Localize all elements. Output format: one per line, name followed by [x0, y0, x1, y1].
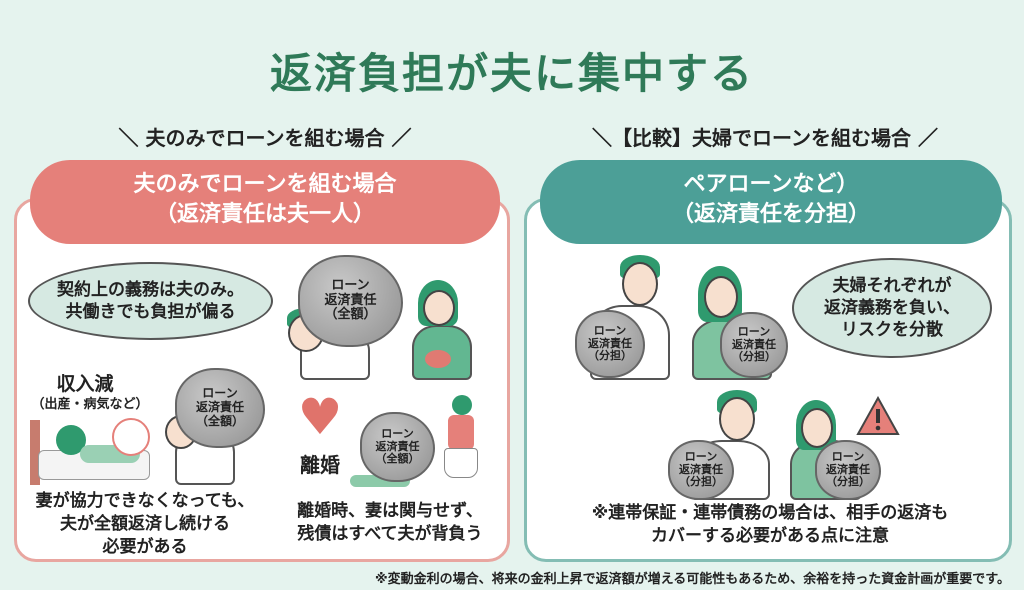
leaving-woman-head — [452, 395, 472, 415]
rock-label: （全額） — [375, 452, 420, 466]
right-subheading: ＼【比較】夫婦でローンを組む場合 ／ — [592, 126, 938, 150]
woman-head — [423, 290, 455, 326]
thought-bubble: 契約上の義務は夫のみ。 共働きでも負担が偏る — [28, 262, 273, 340]
rock-label: 返済責任 — [826, 462, 870, 476]
text-line: 残債はすべて夫が背負う — [297, 523, 483, 544]
shared-loan-rock: ローン返済責任（分担） — [575, 310, 645, 378]
rock-label: （分担） — [588, 349, 632, 363]
rock-label: ローン — [737, 325, 771, 339]
bubble-text: 共働きでも負担が偏る — [65, 302, 236, 322]
broken-heart-icon: ♥ — [297, 388, 343, 446]
text-line: 夫婦それぞれが — [832, 275, 952, 296]
wife-head — [704, 276, 738, 318]
rock-label: （分担） — [732, 350, 776, 364]
left-subheading: ＼ 夫のみでローンを組む場合 ／ — [118, 126, 412, 150]
text-line: ※連帯保証・連帯債務の場合は、相手の返済も — [591, 503, 949, 523]
bed-headboard — [30, 420, 40, 485]
rock-label: ローン — [381, 427, 414, 441]
text-line: 離婚時、妻は関与せず、 — [297, 501, 483, 521]
rock-label: ローン — [684, 450, 718, 464]
rock-label: 返済責任 — [324, 292, 377, 308]
text-line: 妻が協力できなくなっても、 — [35, 491, 255, 511]
rock-label: （全額） — [324, 307, 377, 323]
wife-head — [801, 408, 833, 448]
rock-label: ローン — [831, 450, 865, 464]
leaving-woman — [448, 415, 474, 450]
left-bottom-text: 妻が協力できなくなっても、夫が全額返済し続ける必要がある — [20, 490, 270, 559]
page-title: 返済負担が夫に集中する — [269, 49, 754, 98]
rock-label: ローン — [593, 324, 627, 338]
rock-label: （分担） — [679, 475, 723, 489]
right-bottom-text: 離婚時、妻は関与せず、残債はすべて夫が背負う — [270, 500, 510, 546]
right-header-pill: ペアローンなど） （返済責任を分担） — [540, 160, 1002, 244]
divorce-label: 離婚 — [300, 453, 340, 477]
left-pill-line1: 夫のみでローンを組む場合 — [133, 172, 397, 197]
text-line: 返済義務を負い、 — [824, 297, 960, 318]
shared-loan-rock: ローン返済責任（分担） — [815, 440, 881, 500]
footer-note: ※変動金利の場合、将来の金利上昇で返済額が増える可能性もあるため、余裕を持った資… — [375, 572, 1010, 587]
husband-head — [622, 262, 658, 306]
rock-label: ローン — [202, 386, 238, 401]
right-pill-line2: （返済責任を分担） — [671, 202, 870, 227]
right-panel — [524, 198, 1012, 562]
rock-label: ローン — [331, 277, 370, 293]
shared-loan-rock: ローン返済責任（分担） — [720, 312, 788, 378]
loan-rock: ローン返済責任（全額） — [175, 368, 265, 448]
warning-icon — [856, 396, 900, 435]
leaving-woman-skirt — [444, 448, 478, 478]
rock-label: 返済責任 — [195, 400, 244, 415]
income-label: 収入減 — [56, 373, 114, 395]
rock-label: （全額） — [195, 413, 244, 428]
loan-rock: ローン返済責任（全額） — [360, 412, 435, 482]
baby-bubble-icon — [112, 418, 150, 456]
shared-loan-rock: ローン返済責任（分担） — [668, 440, 734, 500]
left-pill-line2: （返済責任は夫一人） — [154, 202, 375, 227]
loan-rock: ローン返済責任（全額） — [298, 255, 403, 347]
rock-label: 返済責任 — [732, 337, 776, 351]
caution-note: ※連帯保証・連帯債務の場合は、相手の返済もカバーする必要がある点に注意 — [530, 502, 1010, 548]
husband-head — [719, 397, 755, 441]
purse-icon — [425, 350, 451, 368]
rock-label: 返済責任 — [679, 462, 723, 476]
left-header-pill: 夫のみでローンを組む場合 （返済責任は夫一人） — [30, 160, 500, 244]
text-line: 夫が全額返済し続ける — [60, 513, 230, 534]
rock-label: 返済責任 — [588, 336, 632, 350]
text-line: リスクを分散 — [841, 320, 943, 341]
thought-bubble: 夫婦それぞれが返済義務を負い、リスクを分散 — [792, 258, 992, 358]
left-panel — [14, 198, 510, 562]
rock-label: （分担） — [826, 475, 870, 489]
income-sub: （出産・病気など） — [31, 397, 149, 412]
bubble-text: 契約上の義務は夫のみ。 — [57, 279, 244, 300]
text-line: カバーする必要がある点に注意 — [651, 525, 889, 546]
rock-label: 返済責任 — [375, 439, 420, 453]
right-pill-line1: ペアローンなど） — [683, 172, 859, 197]
text-line: 必要がある — [102, 536, 188, 557]
